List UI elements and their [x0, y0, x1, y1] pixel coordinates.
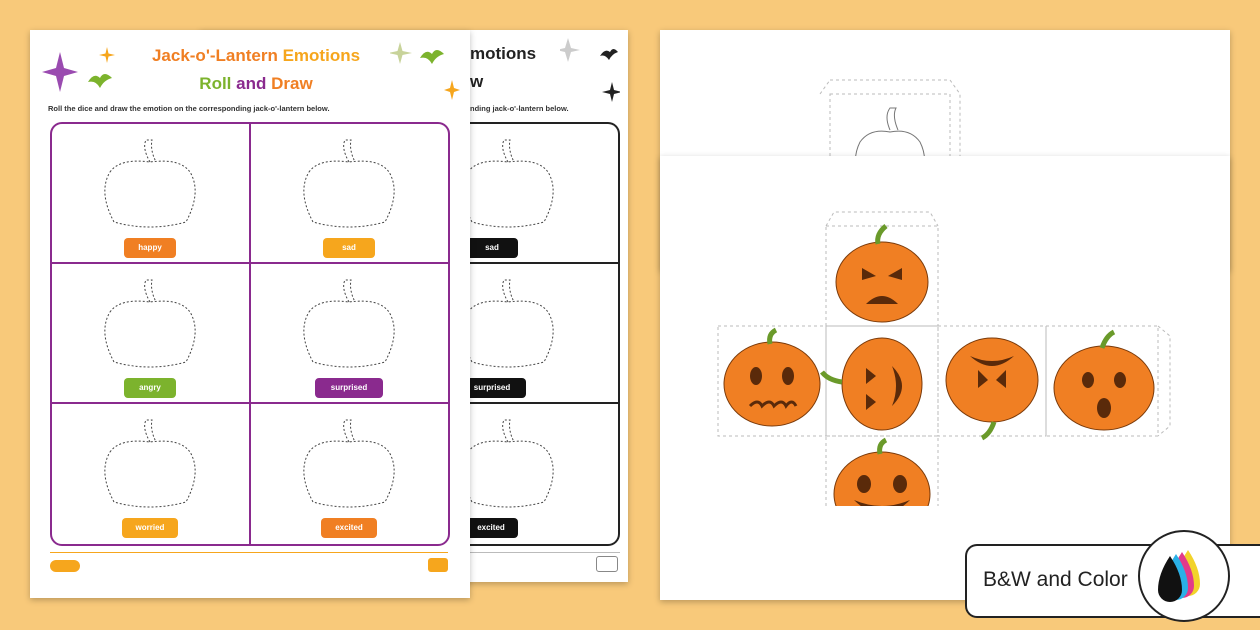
title-decorations — [390, 42, 460, 100]
pumpkin-outline-icon — [462, 419, 554, 508]
bw-label-excited: excited — [464, 518, 518, 538]
pumpkin-outline-icon — [104, 279, 196, 368]
emotion-label: worried — [122, 518, 178, 538]
grid-cell-surprised[interactable]: surprised — [251, 264, 448, 402]
grid-cell-sad[interactable]: sad — [251, 124, 448, 262]
bw-instructions: nding jack-o'-lantern below. — [470, 104, 569, 113]
bw-grid: sad surprised excited — [428, 122, 620, 546]
emotion-label: excited — [321, 518, 377, 538]
pumpkin-outline-icon — [303, 139, 395, 228]
sparkle-icon — [560, 38, 580, 62]
grid-cell-worried[interactable]: worried — [52, 404, 249, 544]
bw-label-sad: sad — [466, 238, 518, 258]
bw-title-line2: w — [470, 72, 484, 91]
pumpkin-outline-icon — [303, 279, 395, 368]
twinkl-logo-icon — [596, 556, 618, 572]
sparkle-icon — [602, 82, 620, 102]
bw-title-line1: motions — [470, 44, 537, 63]
bw-label-surprised: surprised — [458, 378, 526, 398]
pumpkin-outline-icon — [462, 139, 554, 228]
worksheet-instructions: Roll the dice and draw the emotion on th… — [48, 104, 330, 113]
purple-sparkle-icon — [42, 52, 78, 92]
emotion-label: angry — [124, 378, 176, 398]
twinkl-logo-icon — [50, 560, 80, 572]
pumpkin-outline-icon — [104, 419, 196, 508]
color-die-net — [717, 211, 1171, 506]
pumpkin-angry-icon — [835, 224, 929, 323]
worksheet-title-line1: Jack-o'-Lantern Emotions — [126, 46, 386, 66]
bat-icon — [420, 50, 444, 64]
color-worksheet-page: Jack-o'-Lantern Emotions Roll and Draw R… — [30, 30, 470, 598]
pumpkin-surprised-icon — [1053, 329, 1155, 431]
bat-icon — [88, 74, 112, 88]
emotion-label: surprised — [315, 378, 383, 398]
pumpkin-worried-icon — [723, 327, 821, 427]
color-die-page — [660, 156, 1230, 600]
title-word: Draw — [271, 74, 313, 93]
grid-cell-happy[interactable]: happy — [52, 124, 249, 262]
title-word: Roll — [199, 74, 232, 93]
pumpkin-outline-icon — [462, 279, 554, 368]
worksheet-title-line2: Roll and Draw — [126, 74, 386, 94]
pumpkin-happy-sideways-icon — [820, 337, 923, 431]
pumpkin-outline-icon — [303, 419, 395, 508]
grid-cell-excited[interactable]: excited — [251, 404, 448, 544]
twinkl-badge-icon — [428, 558, 448, 572]
bw-decorations — [560, 38, 620, 102]
ink-drops-icon — [1138, 530, 1230, 622]
emotion-grid: happy sad angry surprised worried excite… — [50, 122, 450, 546]
pumpkin-excited-sideways-icon — [945, 337, 1039, 441]
bw-die-net — [819, 79, 961, 200]
pumpkin-happy-icon — [833, 437, 931, 506]
bat-icon — [600, 49, 618, 60]
emotion-label: happy — [124, 238, 176, 258]
title-word: Jack-o'-Lantern — [151, 46, 278, 65]
sparkle-icon — [444, 80, 460, 100]
grid-cell-angry[interactable]: angry — [52, 264, 249, 402]
sparkle-icon — [99, 47, 115, 63]
sparkle-icon — [390, 42, 412, 64]
pumpkin-outline-icon — [104, 139, 196, 228]
title-word: Emotions — [282, 46, 361, 65]
emotion-label: sad — [323, 238, 375, 258]
badge-text: B&W and Color — [983, 568, 1128, 591]
title-word: and — [236, 74, 267, 93]
